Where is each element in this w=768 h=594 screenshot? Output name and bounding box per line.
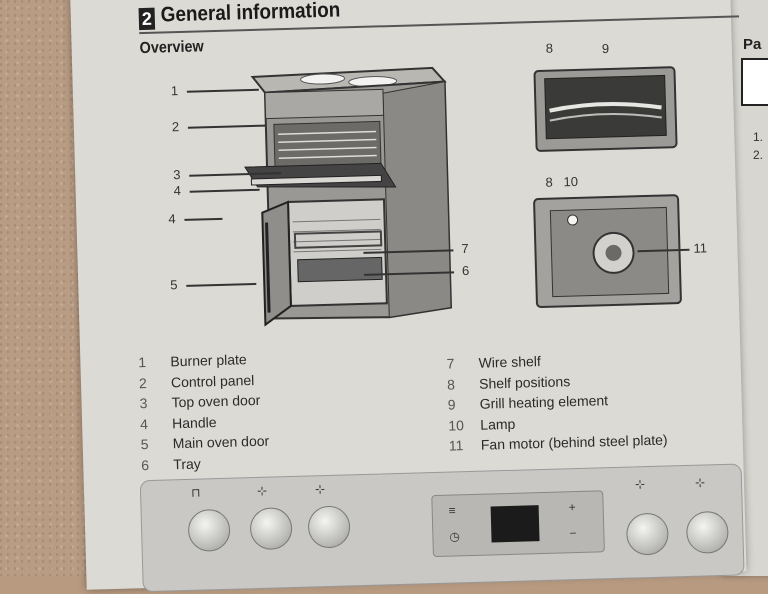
callout-3: 3 — [172, 166, 181, 183]
plus-icon: + — [568, 500, 576, 515]
legend-number: 6 — [141, 456, 150, 473]
legend-item: 1 Burner plate — [138, 351, 247, 374]
fan-detail-illustration — [533, 194, 682, 308]
timer-screen — [490, 505, 540, 543]
legend-label: Fan motor (behind steel plate) — [480, 431, 668, 453]
knob-icon — [625, 512, 669, 556]
legend-item: 4 Handle — [140, 414, 217, 436]
legend-number: 11 — [448, 437, 464, 454]
legend-number: 9 — [447, 396, 456, 413]
hob-symbol-icon: ⊹ — [634, 477, 646, 492]
hob-symbol-icon: ⊹ — [314, 482, 326, 497]
legend-label: Handle — [171, 413, 217, 431]
legend-item: 8 Shelf positions — [447, 373, 570, 396]
legend-item: 11 Fan motor (behind steel plate) — [449, 431, 668, 458]
control-panel-illustration: ⊓ ⊹ ⊹ ≡ ◷ + − ⊹ ⊹ — [139, 463, 745, 593]
callout-4-bottom: 4 — [168, 211, 176, 227]
legend-number: 8 — [446, 375, 456, 393]
control-panel-strip — [264, 88, 385, 120]
legend-number: 10 — [448, 416, 465, 434]
main-oven-door-handle — [265, 222, 271, 313]
legend-number: 1 — [138, 354, 147, 371]
legend-label: Main oven door — [172, 432, 270, 452]
legend-label: Top oven door — [171, 391, 261, 411]
wire-shelf — [293, 230, 383, 249]
legend-number: 7 — [446, 355, 455, 372]
grill-symbol-icon: ⊓ — [190, 485, 201, 500]
legend-item: 10 Lamp — [448, 415, 515, 437]
legend-label: Lamp — [480, 415, 516, 433]
knob-icon — [307, 505, 351, 549]
cooker-illustration — [244, 66, 453, 327]
clock-icon: ◷ — [449, 529, 461, 544]
legend-label: Grill heating element — [479, 392, 609, 412]
cooker-side — [382, 80, 452, 318]
callout-2: 2 — [171, 119, 180, 135]
callout-7: 7 — [461, 240, 469, 257]
minus-icon: − — [569, 526, 577, 541]
callout-1: 1 — [170, 83, 179, 99]
tray — [297, 256, 383, 283]
callout-8-top: 8 — [545, 40, 554, 56]
legend-number: 2 — [138, 374, 148, 391]
next-page-icon — [741, 58, 768, 106]
next-page-item: 2. — [753, 148, 764, 162]
manual-page: 2 General information Overview — [70, 0, 747, 593]
legend-number: 4 — [139, 415, 149, 432]
grill-detail-illustration — [533, 66, 678, 152]
legend-item: 2 Control panel — [139, 372, 255, 395]
legend-label: Tray — [173, 455, 201, 472]
knob-icon — [187, 508, 231, 552]
legend-right: 7 Wire shelf 8 Shelf positions 9 Grill heat… — [446, 353, 668, 458]
hob-symbol-icon: ⊹ — [694, 475, 706, 490]
legend-left: 1 Burner plate 2 Control panel 3 Top oven d… — [138, 351, 269, 477]
chapter-title: General information — [160, 0, 341, 27]
legend-label: Wire shelf — [478, 353, 542, 371]
knob-icon — [685, 510, 729, 554]
chapter-number: 2 — [138, 7, 156, 31]
section-title: Overview — [139, 38, 204, 58]
legend-label: Burner plate — [170, 351, 247, 370]
legend-item: 9 Grill heating element — [448, 392, 609, 417]
timer-display-panel: ≡ ◷ + − — [431, 490, 605, 558]
legend-item: 7 Wire shelf — [446, 353, 541, 376]
legend-number: 5 — [140, 435, 149, 453]
grill-heating-element — [549, 102, 662, 113]
callout-6: 6 — [461, 262, 470, 279]
knob-icon — [249, 507, 293, 551]
legend-item: 3 Top oven door — [139, 392, 260, 415]
legend-number: 3 — [139, 395, 148, 412]
callout-4-top: 4 — [173, 182, 182, 199]
handle — [250, 174, 382, 186]
next-page-item: 1. — [753, 130, 764, 144]
legend-item: 6 Tray — [141, 455, 201, 477]
legend-label: Control panel — [170, 371, 255, 390]
callout-11: 11 — [693, 240, 708, 256]
hob-symbol-icon: ⊹ — [256, 483, 268, 498]
callout-8-bottom: 8 — [545, 174, 553, 190]
burner-ring — [300, 73, 346, 85]
lamp — [567, 214, 579, 226]
legend-label: Shelf positions — [478, 372, 571, 392]
chapter-header: 2 General information — [138, 0, 740, 35]
menu-icon: ≡ — [448, 503, 456, 518]
legend-item: 5 Main oven door — [140, 433, 269, 456]
next-page-title: Pa — [743, 36, 762, 53]
callout-5: 5 — [170, 277, 178, 293]
callout-10: 10 — [563, 173, 579, 190]
callout-9: 9 — [601, 40, 610, 57]
